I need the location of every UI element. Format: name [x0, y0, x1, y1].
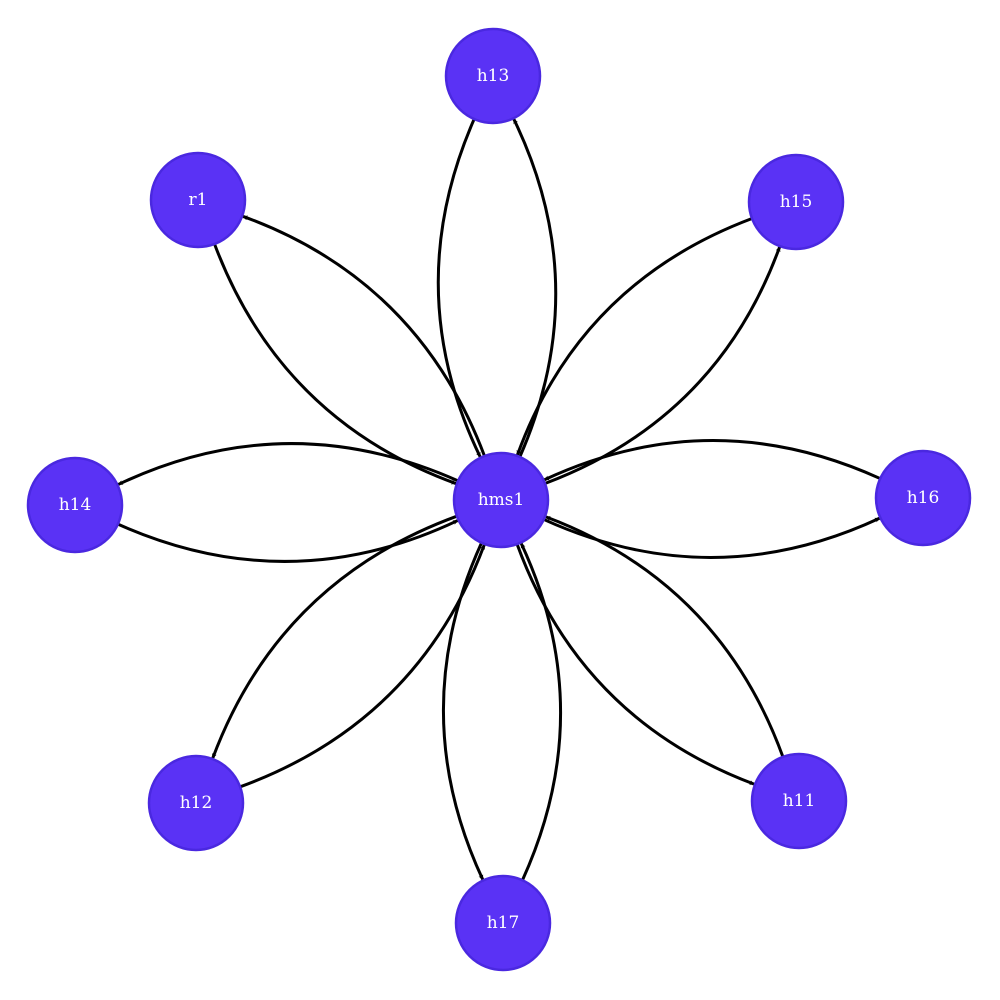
nodes-layer: hms1 h13 r1 h15 h14 h16 h12 h11 h17: [26, 27, 972, 972]
edge-hms1-to-h15: [544, 246, 781, 485]
node-h16[interactable]: h16: [874, 449, 972, 547]
node-h16-label: h16: [907, 488, 940, 508]
node-h12-circle: [147, 754, 245, 852]
node-r1-circle: [149, 151, 247, 249]
node-h17[interactable]: h17: [454, 874, 552, 972]
node-hms1-circle: [452, 451, 550, 549]
node-h16-circle: [874, 449, 972, 547]
node-r1[interactable]: r1: [149, 151, 247, 249]
edge-h16-to-hms1: [543, 439, 881, 482]
edge-hms1-to-h14: [117, 442, 459, 486]
node-h14-label: h14: [59, 495, 92, 515]
edge-h11-to-hms1: [545, 515, 785, 758]
node-h12-label: h12: [180, 793, 213, 813]
edge-h17-to-hms1: [519, 542, 562, 881]
node-h15[interactable]: h15: [747, 153, 845, 251]
edge-h15-to-hms1: [516, 217, 753, 456]
node-hms1-label: hms1: [478, 490, 525, 510]
edges-layer: [117, 118, 881, 881]
edge-hms1-to-h17: [442, 542, 485, 881]
node-h11-circle: [750, 752, 848, 850]
node-h13-circle: [444, 27, 542, 125]
node-h12[interactable]: h12: [147, 754, 245, 852]
edge-hms1-to-h12: [211, 514, 458, 759]
node-h17-label: h17: [487, 913, 520, 933]
node-h13[interactable]: h13: [444, 27, 542, 125]
edge-hms1-to-h11: [515, 543, 755, 786]
node-h11[interactable]: h11: [750, 752, 848, 850]
node-h11-label: h11: [783, 791, 816, 811]
node-h14-circle: [26, 456, 124, 554]
edge-h14-to-hms1: [117, 519, 459, 563]
node-h15-circle: [747, 153, 845, 251]
node-h14[interactable]: h14: [26, 456, 124, 554]
node-h13-label: h13: [477, 66, 510, 86]
edge-hms1-to-h13: [512, 118, 558, 458]
node-h17-circle: [454, 874, 552, 972]
edge-r1-to-hms1: [213, 243, 457, 485]
node-r1-label: r1: [189, 190, 208, 210]
node-h15-label: h15: [780, 192, 813, 212]
edge-hms1-to-r1: [242, 215, 486, 457]
edge-h13-to-hms1: [436, 118, 482, 458]
node-hms1[interactable]: hms1: [452, 451, 550, 549]
